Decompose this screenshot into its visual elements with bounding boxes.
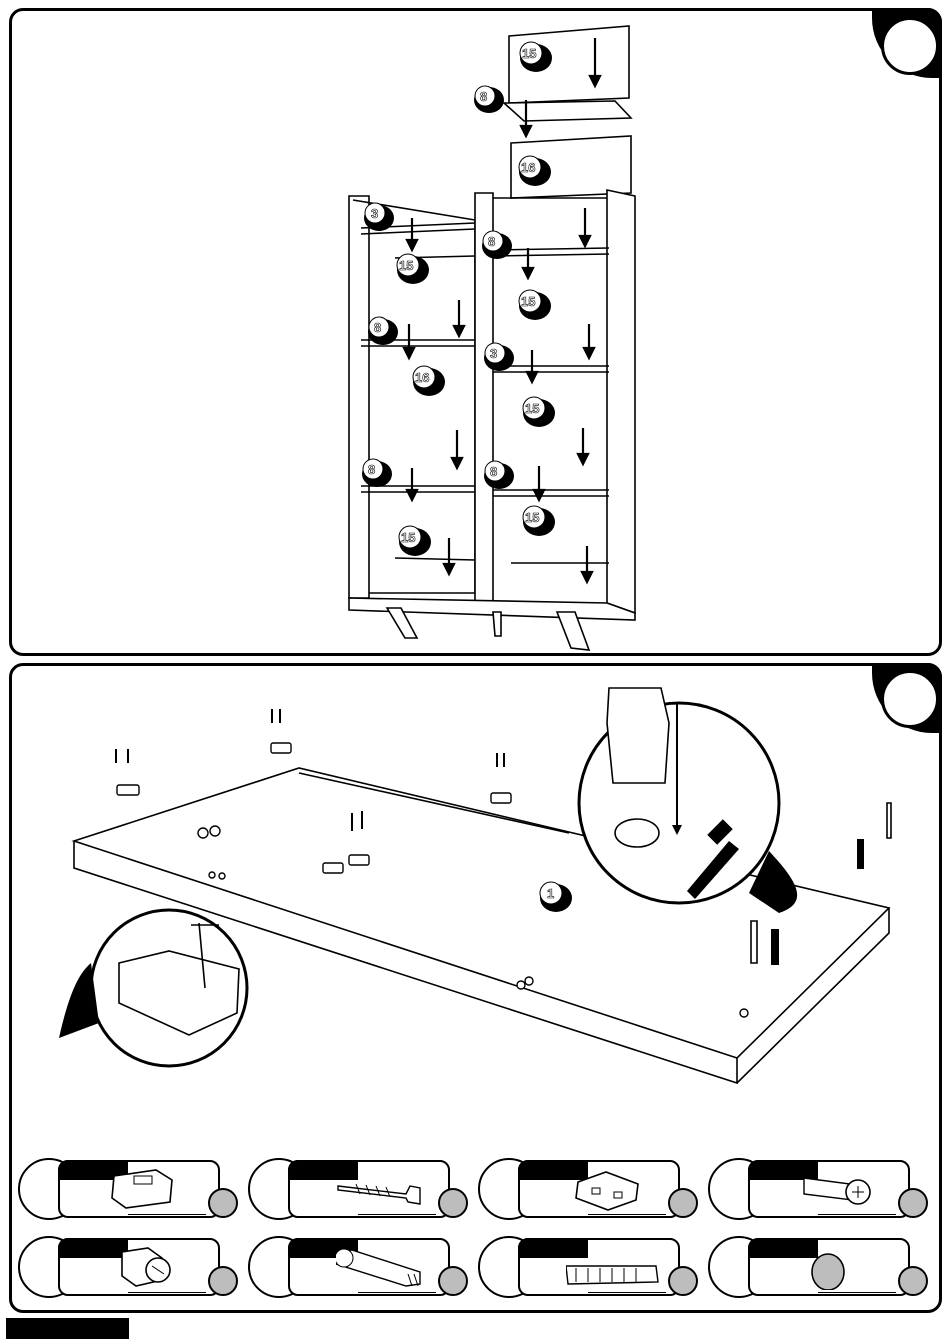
part-number: 1 xyxy=(547,886,554,901)
part-label-bubble: 16 xyxy=(413,366,445,396)
step-panel-bottom: 1 xyxy=(9,663,942,1313)
hardware-item xyxy=(708,1158,910,1221)
part-number: 15 xyxy=(401,530,415,545)
part-number: 16 xyxy=(521,160,535,175)
part-label-bubble: 15 xyxy=(523,397,555,427)
part-number: 8 xyxy=(368,462,375,477)
hardware-item xyxy=(478,1158,680,1221)
quantity-circle xyxy=(668,1188,698,1218)
quantity-circle xyxy=(668,1266,698,1296)
part-label-bubble: 8 xyxy=(482,231,512,259)
hardware-item xyxy=(248,1158,450,1221)
wardrobe-assembly-diagram: 15 8 16 3 8 15 8 15 16 3 15 8 15 8 15 xyxy=(9,8,942,656)
cam-connector-icon xyxy=(106,1164,186,1212)
quantity-circle xyxy=(898,1188,928,1218)
part-number: 3 xyxy=(371,206,378,221)
wall-anchor-icon xyxy=(796,1164,886,1212)
part-number: 15 xyxy=(525,401,539,416)
part-number: 8 xyxy=(490,464,497,479)
hardware-item xyxy=(18,1158,220,1221)
quantity-circle xyxy=(208,1188,238,1218)
shelf-bracket-icon xyxy=(566,1164,656,1212)
part-label-bubble: 8 xyxy=(484,461,514,489)
part-number: 15 xyxy=(522,46,536,61)
hardware-item xyxy=(18,1236,220,1299)
quantity-circle xyxy=(208,1266,238,1296)
part-number: 8 xyxy=(480,89,487,104)
part-label-bubble: 15 xyxy=(523,506,555,536)
cover-cap-icon xyxy=(796,1242,886,1290)
part-label-bubble: 3 xyxy=(364,203,394,231)
cam-lock-icon xyxy=(106,1242,186,1290)
part-label-bubble: 15 xyxy=(399,526,431,556)
connector-bolt-icon xyxy=(336,1242,446,1290)
part-label-bubble: 8 xyxy=(362,459,392,487)
part-label-bubble: 8 xyxy=(368,317,398,345)
base-panel-assembly-diagram: 1 xyxy=(9,663,942,1153)
part-label-bubble: 8 xyxy=(474,86,504,113)
part-number: 15 xyxy=(525,510,539,525)
screw-icon xyxy=(336,1164,436,1212)
part-number: 16 xyxy=(415,370,429,385)
part-label-bubble: 15 xyxy=(397,254,429,284)
part-number: 15 xyxy=(521,294,535,309)
hardware-item xyxy=(248,1236,450,1299)
footer-black-bar xyxy=(6,1318,129,1339)
part-number: 15 xyxy=(399,258,413,273)
wooden-dowel-icon xyxy=(566,1242,666,1290)
quantity-circle xyxy=(438,1266,468,1296)
part-number: 8 xyxy=(374,320,381,335)
hardware-item xyxy=(708,1236,910,1299)
quantity-circle xyxy=(438,1188,468,1218)
hardware-item xyxy=(478,1236,680,1299)
part-label-bubble: 15 xyxy=(519,290,551,320)
part-number: 3 xyxy=(490,346,497,361)
step-panel-top: 15 8 16 3 8 15 8 15 16 3 15 8 15 8 15 xyxy=(9,8,942,656)
quantity-circle xyxy=(898,1266,928,1296)
part-label-bubble: 3 xyxy=(484,343,514,371)
part-number: 8 xyxy=(488,234,495,249)
